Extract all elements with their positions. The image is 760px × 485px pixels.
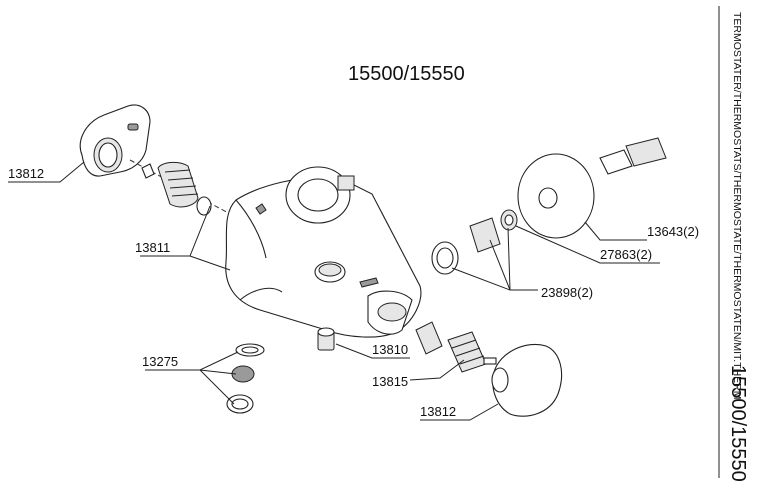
label-wall-plate: 13643(2) bbox=[647, 224, 699, 239]
wall-plate-drawing bbox=[517, 137, 667, 239]
side-subtitle-group: TERMOSTATER/THERMOSTATS/THERMOSTATE/THER… bbox=[731, 12, 743, 402]
label-cartridge: 13811 bbox=[135, 240, 170, 255]
connector-drawing bbox=[431, 217, 501, 275]
label-plug: 13810 bbox=[372, 342, 408, 357]
label-handle-bottom: 13812 bbox=[420, 404, 456, 419]
bottom-handle-drawing bbox=[491, 344, 563, 417]
side-title-group: 15500/15550 bbox=[727, 365, 749, 482]
label-connector: 23898(2) bbox=[541, 285, 593, 300]
valve-drawing bbox=[415, 321, 497, 373]
top-connector-drawing bbox=[285, 166, 355, 224]
side-title: 15500/15550 bbox=[727, 365, 749, 482]
side-subtitle: TERMOSTATER/THERMOSTATS/THERMOSTATE/THER… bbox=[731, 12, 743, 402]
aerator-drawing bbox=[226, 343, 265, 414]
mixer-body-drawing bbox=[225, 176, 422, 338]
diagram-title: 15500/15550 bbox=[348, 63, 465, 85]
plug-drawing bbox=[317, 327, 335, 351]
label-handle-top: 13812 bbox=[8, 166, 44, 181]
leader-lines bbox=[8, 161, 660, 421]
top-handle-drawing bbox=[79, 104, 151, 177]
label-valve: 13815 bbox=[372, 374, 408, 389]
label-aerator: 13275 bbox=[142, 354, 178, 369]
washer-drawing bbox=[500, 209, 518, 231]
label-washer: 27863(2) bbox=[600, 247, 652, 262]
